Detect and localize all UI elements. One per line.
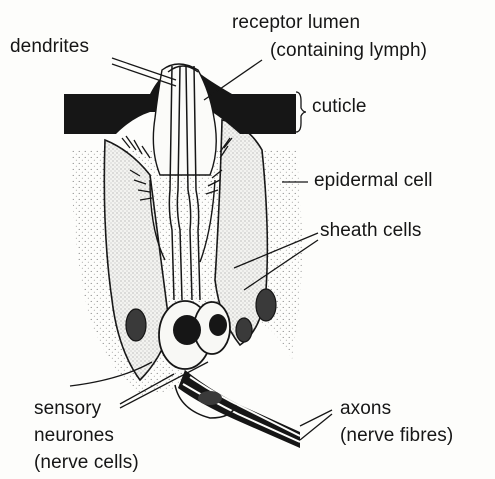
sheath-nucleus-right (256, 289, 276, 321)
label-dendrites: dendrites (10, 36, 89, 58)
neurone-nucleus-left (173, 315, 201, 345)
neurone-nucleus-right (209, 314, 227, 336)
label-neurones-note: (nerve cells) (34, 452, 139, 474)
sheath-nucleus-left (126, 309, 146, 341)
label-neurones: neurones (34, 425, 114, 447)
label-axons-note: (nerve fibres) (340, 425, 453, 447)
label-sheath-cells: sheath cells (320, 220, 422, 242)
label-axons: axons (340, 398, 391, 420)
label-sensory: sensory (34, 398, 101, 420)
label-receptor-lumen: receptor lumen (232, 12, 360, 34)
sheath-nucleus-mid (236, 318, 252, 342)
label-receptor-lumen-note: (containing lymph) (270, 40, 427, 62)
label-epidermal-cell: epidermal cell (314, 170, 433, 192)
label-cuticle: cuticle (312, 96, 367, 118)
